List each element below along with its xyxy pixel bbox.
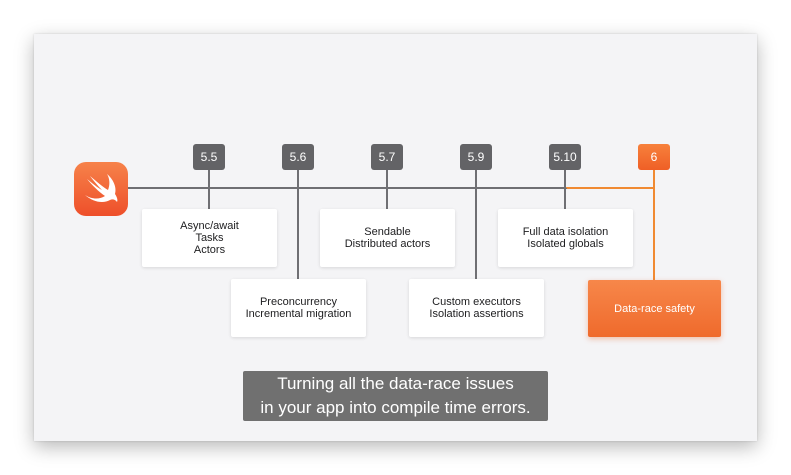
version-badge-6: 6	[638, 144, 670, 170]
feature-card-6: Data-race safety	[588, 280, 721, 337]
connector-6	[653, 169, 655, 280]
caption-line: Turning all the data-race issues	[277, 374, 514, 393]
feature-label: Sendable	[364, 226, 411, 238]
connector-5-5	[208, 169, 210, 209]
version-badge-5-10: 5.10	[549, 144, 581, 170]
feature-label: Isolated globals	[527, 238, 604, 250]
timeline-main	[128, 187, 567, 189]
feature-card-5-5: Async/await Tasks Actors	[142, 209, 277, 267]
version-badge-5-7: 5.7	[371, 144, 403, 170]
slide: 5.5 5.6 5.7 5.9 5.10 6 Async/await Tasks…	[34, 34, 757, 441]
timeline-main-future	[567, 187, 655, 189]
feature-label: Async/await	[180, 220, 239, 232]
connector-5-10-branch	[566, 187, 568, 188]
version-badge-5-9: 5.9	[460, 144, 492, 170]
feature-label: Actors	[193, 244, 226, 256]
feature-label: Preconcurrency	[259, 296, 338, 308]
connector-5-10	[564, 169, 566, 209]
feature-card-5-9: Custom executors Isolation assertions	[409, 279, 544, 337]
video-caption: Turning all the data-race issues in your…	[243, 371, 548, 421]
feature-label: Distributed actors	[344, 238, 431, 250]
feature-label: Tasks	[195, 232, 224, 244]
swift-logo-icon	[74, 162, 128, 216]
connector-5-9	[475, 169, 477, 279]
connector-5-7	[386, 169, 388, 209]
feature-card-5-7: Sendable Distributed actors	[320, 209, 455, 267]
feature-label: Full data isolation	[522, 226, 609, 238]
version-badge-5-5: 5.5	[193, 144, 225, 170]
feature-label: Isolation assertions	[429, 308, 524, 320]
feature-card-5-10: Full data isolation Isolated globals	[498, 209, 633, 267]
caption-line: in your app into compile time errors.	[260, 398, 531, 417]
connector-5-6	[297, 169, 299, 279]
feature-label: Incremental migration	[245, 308, 352, 320]
feature-card-5-6: Preconcurrency Incremental migration	[231, 279, 366, 337]
feature-label: Data-race safety	[614, 302, 695, 315]
feature-label: Custom executors	[432, 296, 521, 308]
version-badge-5-6: 5.6	[282, 144, 314, 170]
